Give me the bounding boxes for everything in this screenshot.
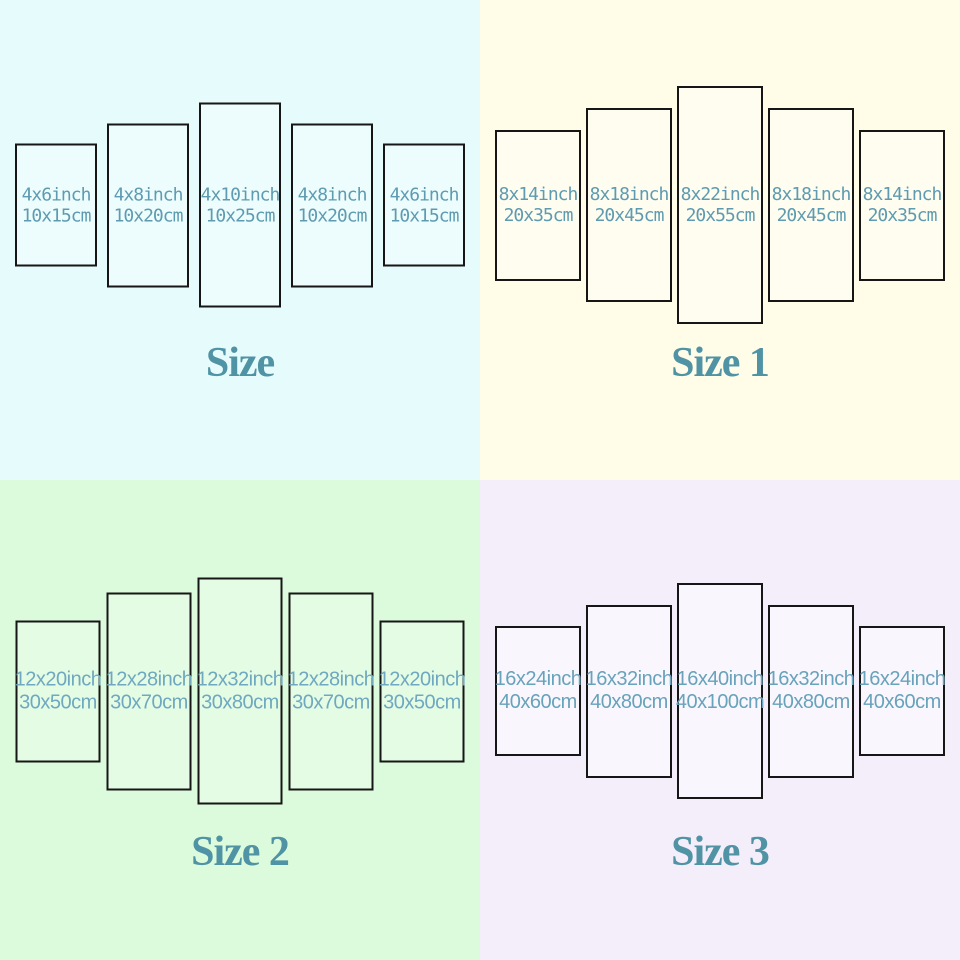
panel-size-inch: 4x8inch	[297, 184, 368, 205]
panel-size-inch: 4x10inch	[200, 184, 281, 205]
panel-size-cm: 30x50cm	[383, 691, 461, 713]
panel-size-inch: 16x32inch	[767, 668, 855, 690]
panel-size-cm: 30x70cm	[292, 691, 370, 713]
panel-size-inch: 12x28inch	[287, 668, 375, 690]
panel-size-cm: 40x80cm	[590, 691, 668, 713]
panel-size-cm: 40x80cm	[772, 691, 850, 713]
panel-size-inch: 4x8inch	[113, 184, 184, 205]
panel-size-cm: 10x15cm	[21, 205, 92, 226]
panel-size-inch: 16x24inch	[494, 668, 582, 690]
panel-size-cm: 10x15cm	[389, 205, 460, 226]
panel-size-cm: 40x60cm	[863, 691, 941, 713]
panel-size-inch: 12x20inch	[14, 668, 102, 690]
panel-size-inch: 8x22inch	[680, 184, 761, 205]
panel-size-inch: 4x6inch	[21, 184, 92, 205]
panel-size-cm: 40x60cm	[499, 691, 577, 713]
panel-size-cm: 30x70cm	[110, 691, 188, 713]
panel-size-cm: 20x45cm	[594, 205, 665, 226]
panel-size-inch: 16x24inch	[858, 668, 946, 690]
panel-size-inch: 12x32inch	[196, 668, 284, 690]
panel-size-inch: 8x18inch	[771, 184, 852, 205]
quadrant-title: Size 2	[191, 829, 290, 875]
panel-size-inch: 16x40inch	[676, 668, 764, 690]
panel-size-inch: 8x14inch	[862, 184, 943, 205]
panel-size-cm: 30x50cm	[19, 691, 97, 713]
quadrant-title: Size 3	[671, 829, 770, 875]
quadrant-title: Size	[205, 340, 275, 386]
panel-size-inch: 8x14inch	[498, 184, 579, 205]
panel-size-cm: 20x35cm	[867, 205, 938, 226]
panel-size-inch: 12x20inch	[378, 668, 466, 690]
panel-size-inch: 12x28inch	[105, 668, 193, 690]
panel-size-cm: 20x55cm	[685, 205, 756, 226]
panel-size-cm: 20x45cm	[776, 205, 847, 226]
panel-size-inch: 4x6inch	[389, 184, 460, 205]
panel-size-cm: 40x100cm	[675, 691, 765, 713]
panel-size-inch: 8x18inch	[589, 184, 670, 205]
panel-size-inch: 16x32inch	[585, 668, 673, 690]
quadrant-title: Size 1	[671, 340, 770, 386]
panel-size-cm: 10x25cm	[205, 205, 276, 226]
panel-size-cm: 10x20cm	[113, 205, 184, 226]
panel-size-cm: 10x20cm	[297, 205, 368, 226]
panel-size-cm: 30x80cm	[201, 691, 279, 713]
panel-size-cm: 20x35cm	[503, 205, 574, 226]
